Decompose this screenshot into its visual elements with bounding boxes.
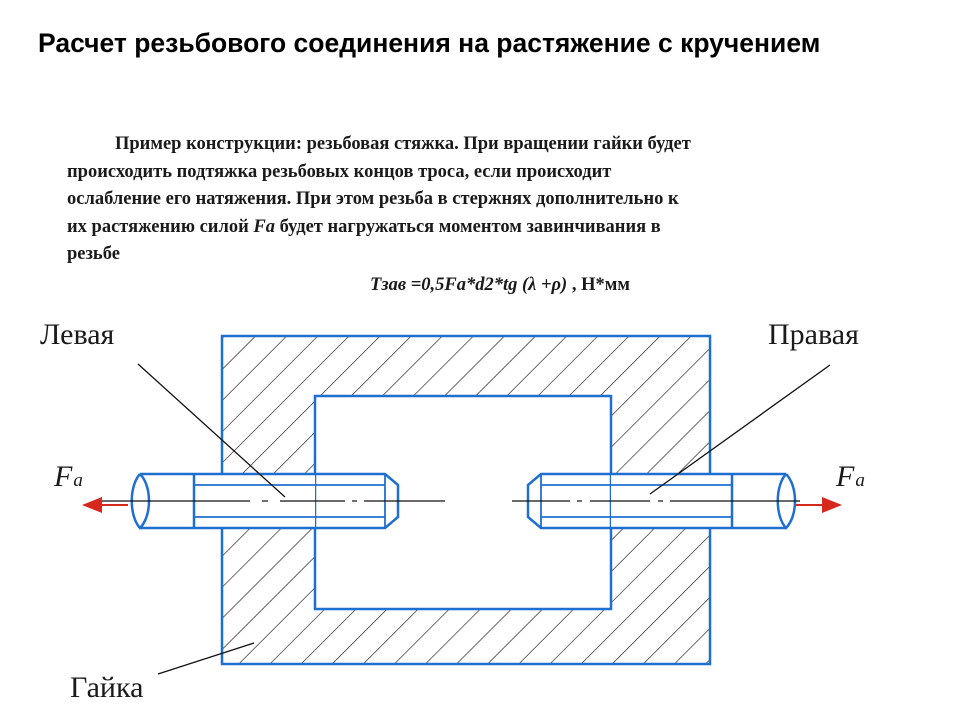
nut-hatched-section [222, 336, 710, 664]
force-right-sub: a [855, 470, 865, 491]
force-symbol-inline: Fa [253, 216, 275, 237]
force-right-base: F [835, 460, 855, 493]
leader-left-rod [137, 363, 286, 498]
page-title: Расчет резьбового соединения на растяжен… [38, 28, 821, 58]
nut-body [220, 334, 712, 666]
formula-units: , Н*мм [571, 275, 630, 295]
force-left-base: F [53, 460, 73, 493]
nut-label: Гайка [70, 671, 143, 704]
force-label-left: Fa [53, 460, 83, 493]
paragraph-line-2: происходить подтяжка резьбовых концов тр… [67, 161, 612, 182]
torque-formula: Тзав =0,5Fa*d2*tg (λ +ρ) , Н*мм [0, 275, 960, 296]
right-rod-label: Правая [768, 318, 859, 351]
leader-right-rod [649, 364, 831, 495]
paragraph-line-5: резьбе [67, 244, 120, 265]
description-paragraph: Пример конструкции: резьбовая стяжка. Пр… [67, 131, 887, 269]
leader-nut [157, 642, 255, 675]
paragraph-line-3: ослабление его натяжения. При этом резьб… [67, 189, 679, 210]
paragraph-line-4-end: будет нагружаться моментом завинчивания … [274, 216, 661, 237]
force-label-right: Fa [835, 460, 865, 493]
nut-inner-window [313, 394, 613, 611]
paragraph-line-4: их растяжению силой Fa будет нагружаться… [67, 214, 887, 242]
left-rod-label: Левая [40, 318, 115, 351]
formula-expression: Тзав =0,5Fa*d2*tg (λ +ρ) [370, 275, 568, 295]
force-left-sub: a [73, 470, 83, 491]
paragraph-line-4-start: их растяжению силой [67, 216, 254, 237]
paragraph-line-1: Пример конструкции: резьбовая стяжка. Пр… [115, 134, 691, 154]
